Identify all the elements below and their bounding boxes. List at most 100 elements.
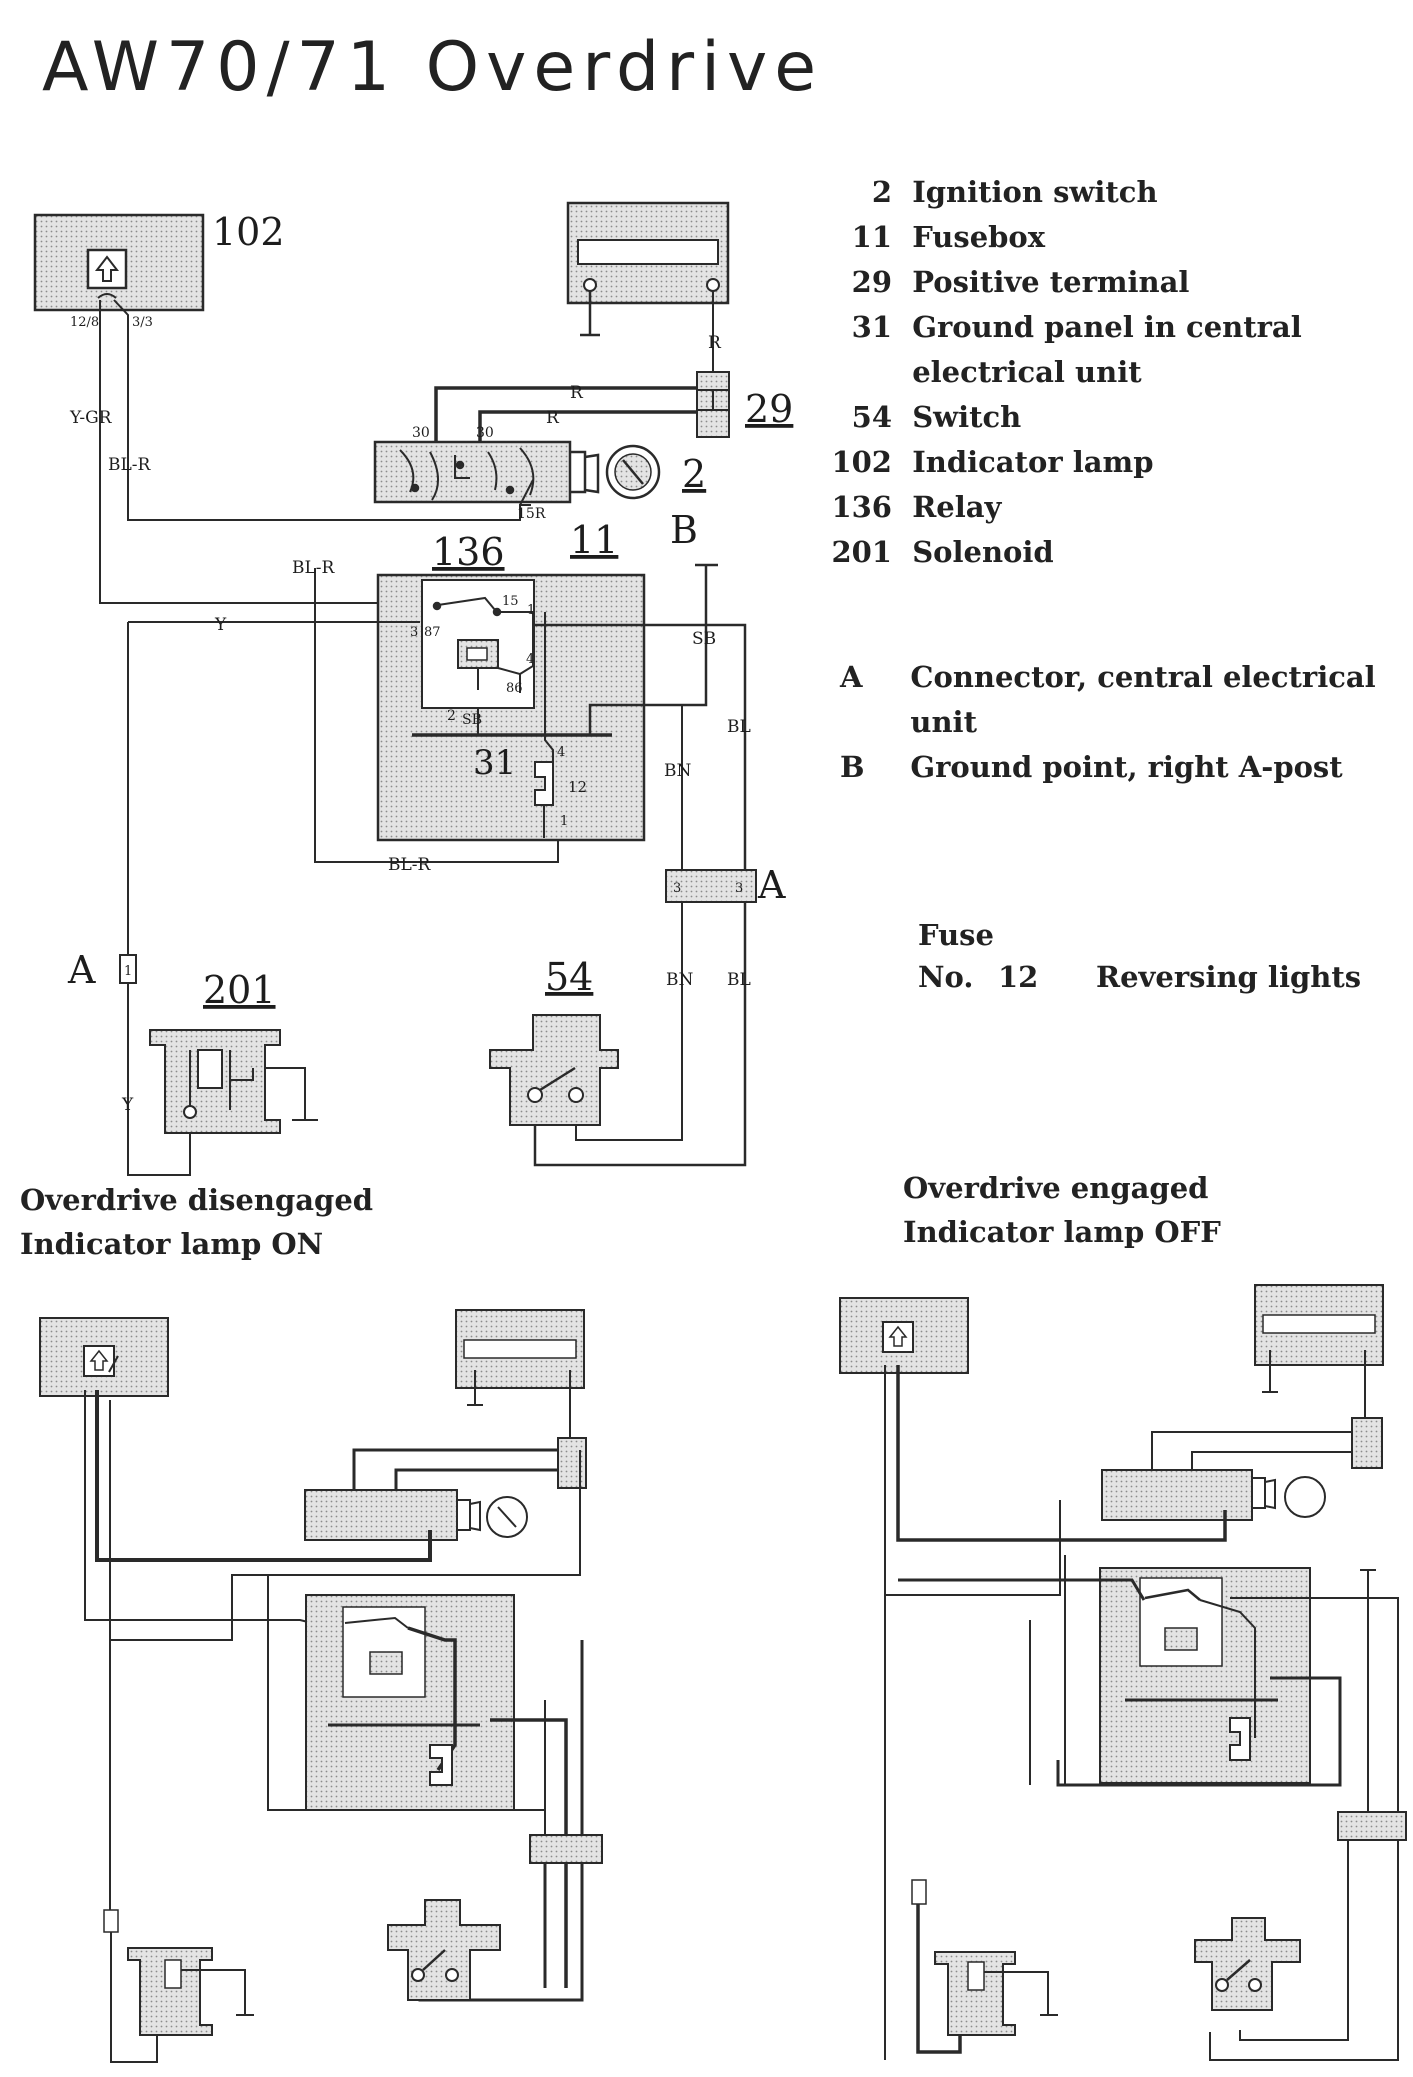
legend-label: Fusebox	[912, 220, 1046, 254]
legend-num: 201	[831, 535, 892, 569]
legend-num: 31	[851, 310, 892, 344]
indicator-lamp-102	[33, 213, 205, 312]
battery-terminal-block	[566, 201, 730, 372]
pin-conn-3b: 3	[735, 881, 743, 896]
caption-disengaged: Overdrive disengaged Indicator lamp ON	[20, 1178, 373, 1266]
label-201: 201	[203, 968, 276, 1012]
connector-row: unit	[840, 705, 977, 739]
pin-2: 2	[447, 708, 456, 724]
legend-row: electrical unit	[820, 355, 1142, 389]
pin-3-3: 3/3	[132, 315, 153, 330]
pin-30a: 30	[412, 425, 430, 441]
wire-label-y-bottom: Y	[121, 1095, 134, 1115]
diagram-engaged	[839, 1284, 1407, 2061]
pin-15: 15	[502, 594, 519, 609]
label-54: 54	[545, 955, 593, 999]
label-a-left: A	[67, 948, 96, 992]
label-136: 136	[432, 530, 505, 574]
legend-num: 136	[831, 490, 892, 524]
main-labels: 102 12/8 3/3 Y-GR BL-R R R R 29 30 30 15…	[67, 210, 793, 1115]
pin-15r: 15R	[517, 506, 546, 522]
connector-label: Ground point, right A-post	[910, 750, 1343, 784]
connector-row: A Connector, central electrical	[840, 660, 1376, 694]
wire-label-bn-bottom: BN	[666, 970, 693, 990]
wire-label-y: Y	[214, 615, 227, 635]
caption-disengaged-line2: Indicator lamp ON	[20, 1227, 324, 1261]
caption-engaged-line1: Overdrive engaged	[903, 1171, 1209, 1205]
connector-code: B	[840, 750, 865, 784]
caption-disengaged-line1: Overdrive disengaged	[20, 1183, 374, 1217]
wire-label-bl-top: BL	[727, 717, 751, 737]
pin-4: 4	[526, 652, 534, 667]
connector-row: B Ground point, right A-post	[840, 750, 1343, 784]
legend-row: 29 Positive terminal	[820, 265, 1190, 299]
connector-code: A	[840, 660, 863, 694]
legend-row: 102 Indicator lamp	[820, 445, 1153, 479]
pin-86: 86	[506, 681, 523, 696]
wire-label-blr-bottom: BL-R	[388, 855, 432, 875]
legend-row: 2 Ignition switch	[820, 175, 1158, 209]
connector-a-left	[119, 954, 137, 984]
fuse-circuit: Reversing lights	[1096, 960, 1362, 994]
diagram-disengaged	[39, 1309, 603, 2063]
y-wire	[127, 621, 420, 1176]
label-31: 31	[473, 743, 516, 783]
wire-label-r-top: R	[708, 333, 722, 353]
legend-label: Switch	[912, 400, 1022, 434]
bn-wire	[575, 705, 683, 1141]
pin-12-8: 12/8	[70, 315, 99, 330]
caption-engaged-line2: Indicator lamp OFF	[903, 1215, 1221, 1249]
legend-row: 11 Fusebox	[820, 220, 1045, 254]
wire-label-r2: R	[546, 408, 560, 428]
legend-label: Indicator lamp	[912, 445, 1154, 479]
sb-wire	[533, 563, 747, 1167]
legend-label: Ignition switch	[912, 175, 1158, 209]
legend-row: 136 Relay	[820, 490, 1001, 524]
wire-label-blr-top: BL-R	[108, 455, 152, 475]
legend-row: 201 Solenoid	[820, 535, 1054, 569]
fuse-heading: Fuse	[918, 918, 994, 952]
fuse-no-label: No.	[918, 960, 974, 994]
wire-label-bl-bottom: BL	[727, 970, 751, 990]
pin-fuse-1: 1	[560, 814, 568, 829]
legend-label: Solenoid	[912, 535, 1054, 569]
label-102: 102	[212, 210, 285, 254]
blr-wire	[314, 505, 559, 863]
switch-54	[489, 1014, 619, 1126]
pin-30b: 30	[476, 425, 494, 441]
legend-label: Relay	[912, 490, 1002, 524]
wire-label-bn-top: BN	[664, 761, 691, 781]
legend-label: Positive terminal	[912, 265, 1190, 299]
pin-fuse-4: 4	[557, 745, 565, 760]
caption-engaged: Overdrive engaged Indicator lamp OFF	[903, 1166, 1221, 1254]
wire-label-blr-mid: BL-R	[292, 558, 336, 578]
fuse-number: 12	[998, 960, 1039, 994]
label-2: 2	[682, 452, 706, 496]
connector-a-right	[665, 869, 757, 903]
solenoid-201	[149, 1029, 318, 1134]
legend-row: 31 Ground panel in central	[820, 310, 1302, 344]
legend-num: 29	[851, 265, 892, 299]
pin-fuse-12: 12	[568, 778, 587, 796]
main-diagram	[33, 201, 757, 1176]
label-a-right: A	[757, 863, 786, 907]
legend-label: electrical unit	[912, 355, 1142, 389]
fusebox-11	[376, 573, 646, 842]
page-title: AW70/71 Overdrive	[42, 28, 824, 107]
ignition-switch-2	[373, 440, 661, 506]
wire-label-ygr: Y-GR	[69, 408, 113, 428]
legend-row: 54 Switch	[820, 400, 1022, 434]
label-29: 29	[745, 387, 793, 431]
pin-conn-1: 1	[124, 964, 132, 979]
positive-terminal-29	[696, 371, 730, 438]
legend-num: 2	[871, 175, 892, 209]
pin-87: 87	[424, 625, 441, 640]
wire-label-r1: R	[570, 383, 584, 403]
r-wires	[434, 386, 697, 445]
pin-1: 1	[527, 603, 535, 618]
wire-label-sb: SB	[692, 629, 716, 649]
connector-label: Connector, central electrical	[910, 660, 1376, 694]
pin-conn-3a: 3	[673, 881, 681, 896]
legend-num: 54	[851, 400, 892, 434]
